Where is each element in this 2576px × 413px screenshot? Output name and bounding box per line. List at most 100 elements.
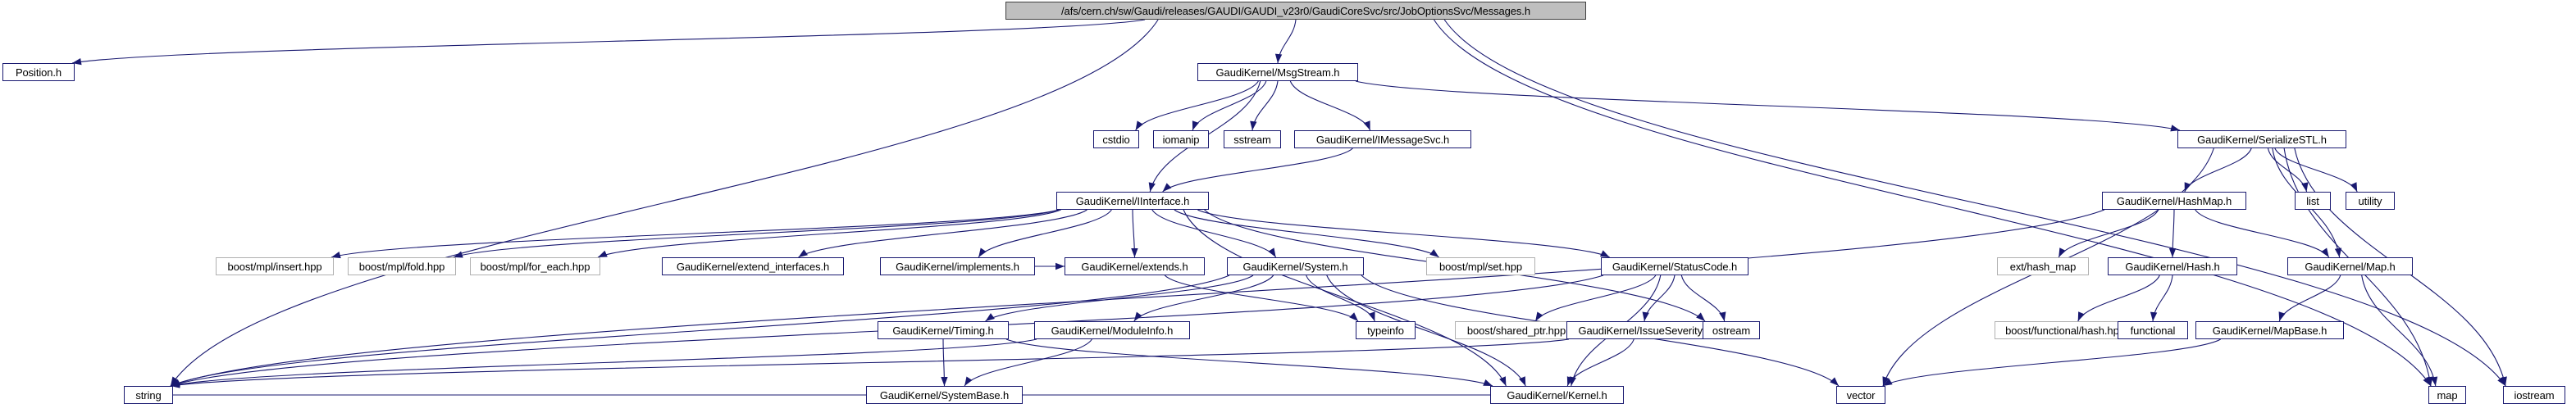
graph-node-sharedptr[interactable]: boost/shared_ptr.hpp [1455,321,1578,339]
graph-edge [1132,209,1136,258]
graph-edge-arrowhead [941,376,948,386]
graph-edge [597,209,1061,258]
graph-edge [170,209,2105,387]
graph-node-typeinfo[interactable]: typeinfo [1356,321,1416,339]
graph-node-sstream[interactable]: sstream [1224,130,1281,148]
graph-node-imessagesvc[interactable]: GaudiKernel/IMessageSvc.h [1294,130,1471,148]
graph-node-label: iostream [2514,388,2555,402]
graph-edge [170,338,1570,387]
graph-edge [2077,275,2160,322]
graph-edge [2058,209,2159,258]
graph-edge-arrowhead [2350,182,2358,192]
graph-edge [1534,275,1657,322]
graph-node-iostream[interactable]: iostream [2503,386,2565,404]
graph-node-label: boost/mpl/for_each.hpp [480,260,590,273]
graph-edge [1197,209,1610,258]
graph-node-label: GaudiKernel/IMessageSvc.h [1315,133,1450,146]
graph-edge-arrowhead [1519,376,1526,386]
graph-edge-arrowhead [1162,183,1172,192]
graph-edge-arrowhead [1483,379,1493,386]
graph-node-mplforeach[interactable]: boost/mpl/for_each.hpp [470,257,600,275]
graph-node-mplset[interactable]: boost/mpl/set.hpp [1426,257,1535,275]
graph-edge [978,209,1112,258]
graph-edge-arrowhead [2497,376,2505,386]
graph-node-label: string [135,388,162,402]
graph-node-functional[interactable]: functional [2118,321,2188,339]
graph-node-label: GaudiKernel/MsgStream.h [1215,66,1340,79]
graph-edge [2195,209,2330,258]
graph-edge [2278,275,2341,322]
graph-node-label: ostream [1712,324,1751,337]
graph-edge-arrowhead [978,247,987,257]
graph-node-map[interactable]: map [2428,386,2466,404]
graph-edge [1164,275,1359,322]
graph-edge-arrowhead [1696,312,1705,321]
graph-node-statuscode[interactable]: GaudiKernel/StatusCode.h [1601,257,1748,275]
graph-node-serializestl[interactable]: GaudiKernel/SerializeSTL.h [2177,130,2346,148]
graph-edge [1135,80,1259,131]
graph-node-extendinterfaces[interactable]: GaudiKernel/extend_interfaces.h [662,257,844,275]
graph-edge-arrowhead [1250,120,1257,130]
graph-node-label: boost/mpl/set.hpp [1439,260,1522,273]
graph-node-extends[interactable]: GaudiKernel/extends.h [1065,257,1205,275]
graph-node-utility[interactable]: utility [2346,192,2395,210]
graph-node-label: typeinfo [1367,324,1404,337]
graph-edge-arrowhead [1133,311,1142,321]
graph-node-msgstream[interactable]: GaudiKernel/MsgStream.h [1197,63,1358,81]
graph-node-map_h[interactable]: GaudiKernel/Map.h [2287,257,2413,275]
graph-node-mapbase[interactable]: GaudiKernel/MapBase.h [2195,321,2344,339]
graph-edge [1680,275,1726,322]
graph-edge [1289,80,1371,131]
graph-node-label: /afs/cern.ch/sw/Gaudi/releases/GAUDI/GAU… [1061,4,1530,17]
graph-node-hash[interactable]: GaudiKernel/Hash.h [2108,257,2237,275]
graph-node-mplfold[interactable]: boost/mpl/fold.hpp [348,257,456,275]
graph-edge-arrowhead [1274,53,1283,63]
graph-edge-arrowhead [2430,376,2438,386]
graph-node-exthashmap[interactable]: ext/hash_map [1997,257,2089,275]
graph-node-label: GaudiKernel/implements.h [896,260,1019,273]
graph-edge-arrowhead [2500,376,2507,386]
graph-edge [2267,148,2308,193]
graph-node-timing[interactable]: GaudiKernel/Timing.h [878,321,1009,339]
graph-node-implements[interactable]: GaudiKernel/implements.h [880,257,1035,275]
graph-node-label: map [2437,388,2458,402]
graph-node-hashmap[interactable]: GaudiKernel/HashMap.h [2102,192,2246,210]
graph-edge [2184,148,2252,193]
graph-edge [1277,19,1297,64]
graph-edge [1192,80,1267,131]
graph-node-position[interactable]: Position.h [2,63,75,81]
graph-node-mplinsert[interactable]: boost/mpl/insert.hpp [216,257,334,275]
graph-edge-arrowhead [1830,377,1839,386]
graph-node-root[interactable]: /afs/cern.ch/sw/Gaudi/releases/GAUDI/GAU… [1005,2,1586,20]
graph-node-issueseverity[interactable]: GaudiKernel/IssueSeverity.h [1566,321,1722,339]
graph-node-moduleinfo[interactable]: GaudiKernel/ModuleInfo.h [1034,321,1190,339]
graph-node-list[interactable]: list [2295,192,2331,210]
graph-node-systembase[interactable]: GaudiKernel/SystemBase.h [866,386,1023,404]
graph-node-label: list [2306,194,2319,207]
graph-edge-arrowhead [2426,376,2433,386]
graph-edge [1133,275,1274,322]
graph-edge-arrowhead [964,376,973,386]
graph-node-functionalhash[interactable]: boost/functional/hash.hpp [1995,321,2136,339]
graph-node-label: boost/mpl/fold.hpp [358,260,445,273]
graph-edge-arrowhead [1599,250,1610,257]
graph-node-ostream[interactable]: ostream [1703,321,1760,339]
graph-node-label: GaudiKernel/IInterface.h [1075,194,1190,207]
graph-edge-arrowhead [2059,247,2066,257]
graph-edge-arrowhead [171,379,180,386]
graph-edge [1151,209,1277,258]
graph-edge-arrowhead [1349,312,1358,321]
graph-node-system[interactable]: GaudiKernel/System.h [1227,257,1364,275]
graph-edge-arrowhead [1535,311,1543,321]
graph-node-vector[interactable]: vector [1836,386,1885,404]
graph-node-label: GaudiKernel/IssueSeverity.h [1578,324,1711,337]
graph-edge [942,338,946,387]
graph-node-iinterface[interactable]: GaudiKernel/IInterface.h [1056,192,1209,210]
graph-node-kernel[interactable]: GaudiKernel/Kernel.h [1490,386,1624,404]
graph-edge-arrowhead [2184,182,2191,192]
graph-node-cstdio[interactable]: cstdio [1093,130,1139,148]
graph-node-string[interactable]: string [124,386,173,404]
graph-edge-arrowhead [1642,311,1649,321]
graph-node-label: GaudiKernel/extends.h [1081,260,1188,273]
graph-node-iomanip[interactable]: iomanip [1153,130,1209,148]
